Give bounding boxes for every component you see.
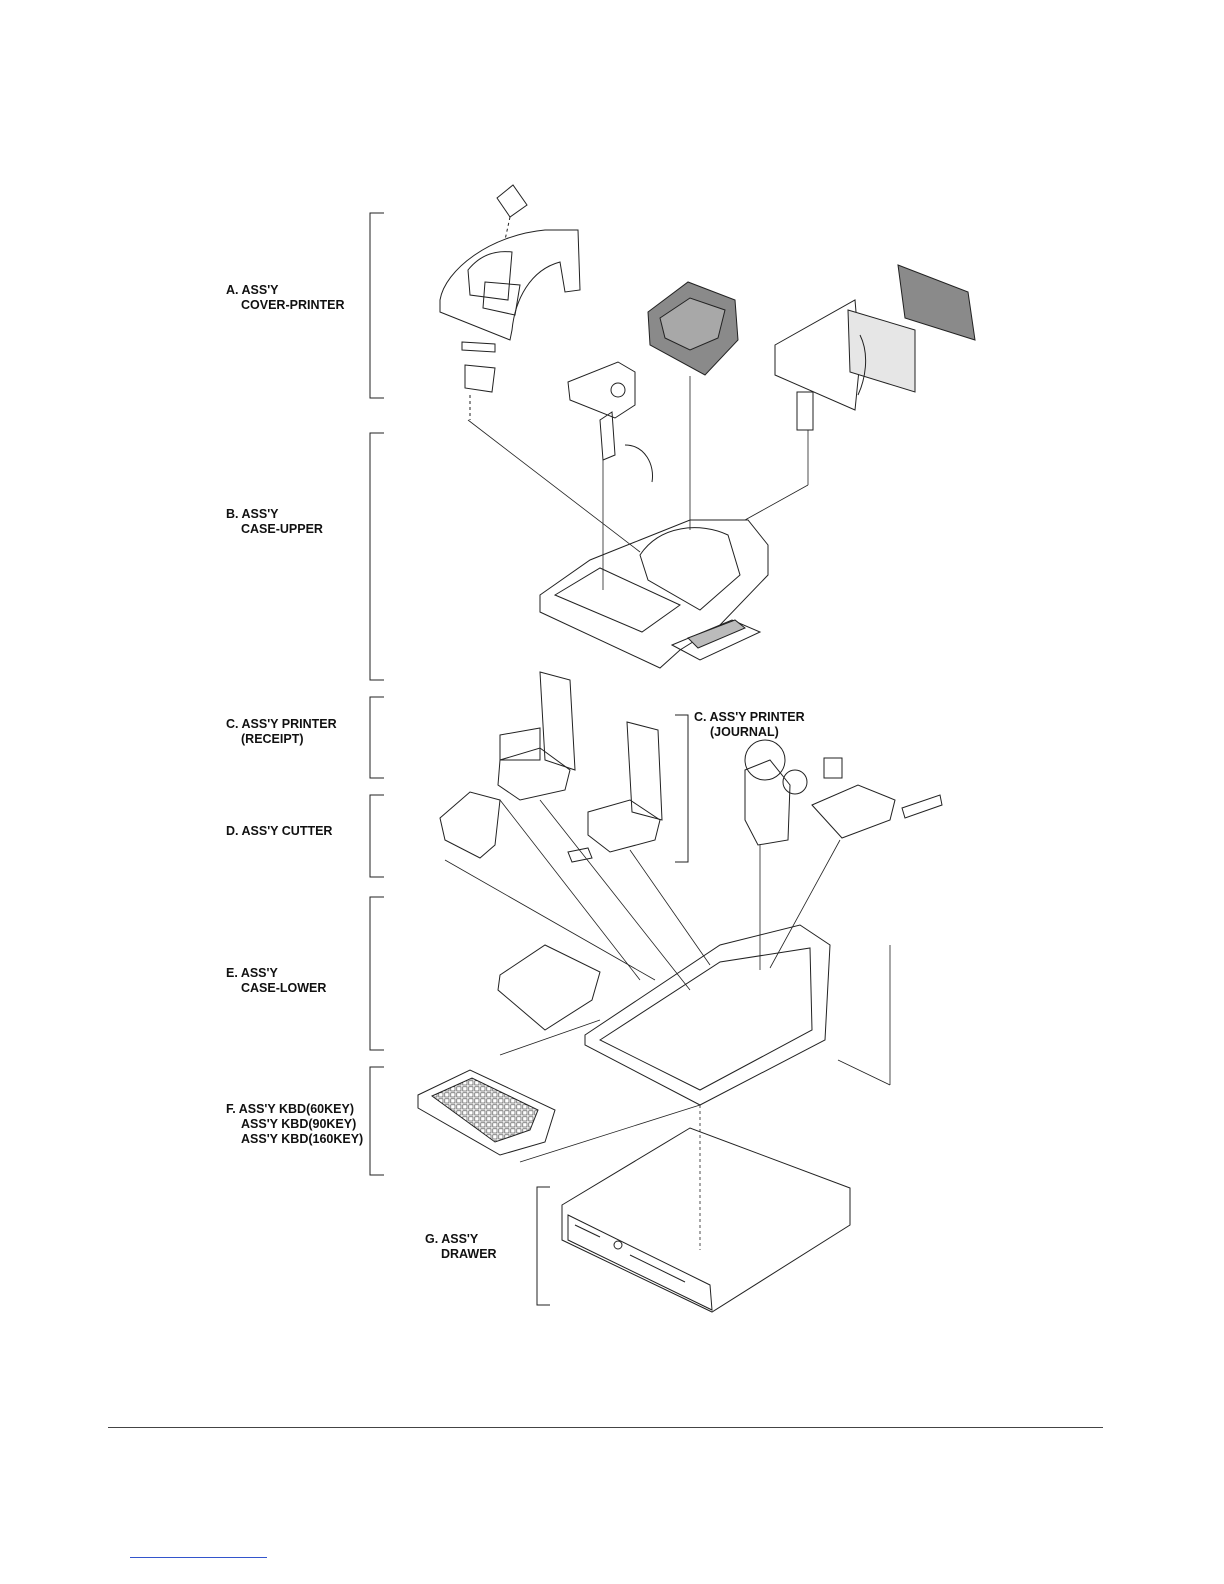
label-cutter: D. ASS'Y CUTTER bbox=[226, 824, 332, 839]
label-c-journal-line1: C. ASS'Y PRINTER bbox=[694, 710, 805, 725]
label-case-upper: B. ASS'Y CASE-UPPER bbox=[226, 507, 323, 537]
label-c-receipt-line1: C. ASS'Y PRINTER bbox=[226, 717, 337, 732]
keyboard-part bbox=[418, 1070, 555, 1155]
label-g-line2: DRAWER bbox=[425, 1247, 497, 1262]
footer-divider bbox=[108, 1427, 1103, 1428]
label-f-line2: ASS'Y KBD(90KEY) bbox=[226, 1117, 363, 1132]
receipt-printer-part bbox=[498, 672, 575, 800]
cutter-part bbox=[440, 792, 592, 862]
label-f-line1: F. ASS'Y KBD(60KEY) bbox=[226, 1102, 363, 1117]
label-a-line1: A. ASS'Y bbox=[226, 283, 344, 298]
pole-display-part bbox=[775, 265, 975, 430]
bracket-b bbox=[370, 433, 384, 680]
label-printer-receipt: C. ASS'Y PRINTER (RECEIPT) bbox=[226, 717, 337, 747]
bracket-a bbox=[370, 213, 384, 398]
label-b-line2: CASE-UPPER bbox=[226, 522, 323, 537]
label-drawer: G. ASS'Y DRAWER bbox=[425, 1232, 497, 1262]
label-keyboard: F. ASS'Y KBD(60KEY) ASS'Y KBD(90KEY) ASS… bbox=[226, 1102, 363, 1147]
label-g-line1: G. ASS'Y bbox=[425, 1232, 497, 1247]
label-d-line1: D. ASS'Y CUTTER bbox=[226, 824, 332, 839]
label-e-line2: CASE-LOWER bbox=[226, 981, 326, 996]
label-c-journal-line2: (JOURNAL) bbox=[694, 725, 805, 740]
label-b-line1: B. ASS'Y bbox=[226, 507, 323, 522]
power-board-part bbox=[812, 758, 942, 838]
label-case-lower: E. ASS'Y CASE-LOWER bbox=[226, 966, 326, 996]
journal-printer-part bbox=[588, 722, 807, 852]
label-f-line3: ASS'Y KBD(160KEY) bbox=[226, 1132, 363, 1147]
label-e-line1: E. ASS'Y bbox=[226, 966, 326, 981]
bracket-c-journal bbox=[675, 715, 688, 862]
bracket-f bbox=[370, 1067, 384, 1175]
bracket-d bbox=[370, 795, 384, 877]
case-upper-part bbox=[540, 520, 768, 668]
footer-link-underline[interactable] bbox=[130, 1557, 267, 1558]
label-printer-journal: C. ASS'Y PRINTER (JOURNAL) bbox=[694, 710, 805, 740]
label-a-line2: COVER-PRINTER bbox=[226, 298, 344, 313]
label-cover-printer: A. ASS'Y COVER-PRINTER bbox=[226, 283, 344, 313]
bracket-g bbox=[537, 1187, 550, 1305]
cover-printer-part bbox=[440, 185, 580, 420]
label-c-receipt-line2: (RECEIPT) bbox=[226, 732, 337, 747]
drawer-part bbox=[562, 1128, 850, 1312]
rear-cover-part bbox=[568, 362, 653, 482]
case-lower-part bbox=[585, 925, 830, 1105]
bracket-e bbox=[370, 897, 384, 1050]
display-cover-part bbox=[648, 282, 738, 375]
main-board-part bbox=[498, 945, 600, 1030]
bracket-c bbox=[370, 697, 384, 778]
